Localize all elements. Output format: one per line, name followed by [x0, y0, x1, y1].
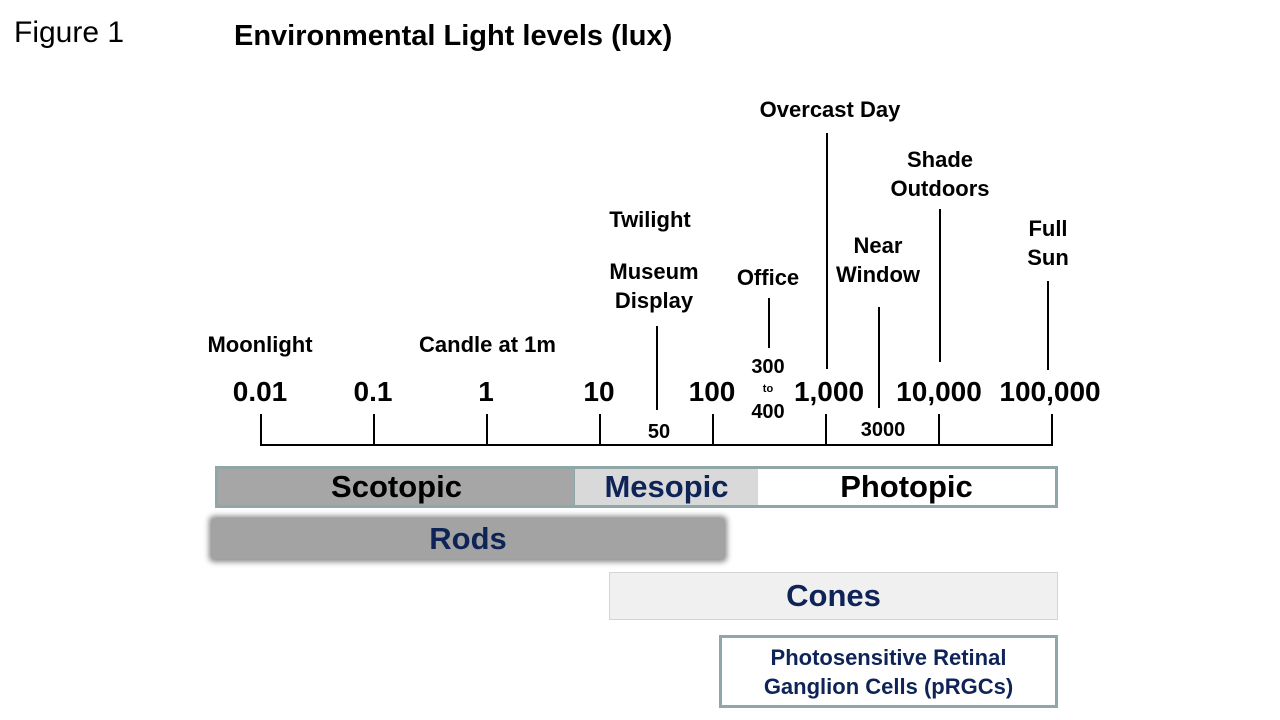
tick-label: 10,000 [896, 376, 982, 407]
cones-label: Cones [786, 578, 881, 613]
shade-outdoors-label: Shade Outdoors [880, 145, 1000, 203]
scotopic-label: Scotopic [331, 469, 462, 504]
near-line1: Near [853, 233, 903, 258]
sun-line1: Full [1028, 216, 1068, 241]
shade-line2: Outdoors [890, 176, 990, 201]
candle-label: Candle at 1m [419, 332, 556, 357]
value-3000: 3000 [860, 419, 906, 441]
rods-label: Rods [429, 521, 507, 556]
tick-mark [260, 414, 262, 445]
tick-mark [1051, 414, 1053, 445]
sun-line2: Sun [1027, 245, 1069, 270]
mesopic-label: Mesopic [604, 469, 729, 504]
full-sun-leader-line [1047, 281, 1049, 370]
tick-mark [938, 414, 940, 445]
tick-mark [825, 414, 827, 445]
tick-label: 1,000 [793, 376, 865, 407]
tick-label: 1 [478, 376, 494, 407]
scotopic-band: Scotopic [215, 466, 575, 508]
shade-line1: Shade [906, 147, 974, 172]
lux-axis [260, 444, 1053, 446]
figure-label: Figure 1 [14, 16, 125, 49]
tick-label: 100,000 [999, 376, 1101, 407]
mesopic-band: Mesopic [574, 466, 759, 508]
museum-display-label: Museum Display [592, 257, 716, 315]
value-to: to [762, 383, 774, 395]
museum-leader-line [656, 326, 658, 410]
tick-label: 0.1 [353, 376, 393, 407]
photopic-band: Photopic [758, 466, 1058, 508]
tick-label: 0.01 [232, 376, 288, 407]
twilight-label: Twilight [609, 207, 691, 232]
near-line2: Window [835, 262, 921, 287]
moonlight-label: Moonlight [207, 332, 313, 357]
tick-mark [373, 414, 375, 445]
overcast-leader-line [826, 133, 828, 369]
prgc-line2: Ganglion Cells (pRGCs) [763, 673, 1014, 699]
tick-mark [486, 414, 488, 445]
near-window-label: Near Window [822, 231, 934, 289]
value-400: 400 [751, 401, 785, 423]
full-sun-label: Full Sun [1008, 214, 1088, 272]
tick-label: 10 [583, 376, 615, 407]
tick-mark [712, 414, 714, 445]
shade-leader-line [939, 209, 941, 362]
museum-line1: Museum [609, 259, 699, 284]
tick-label: 100 [688, 376, 736, 407]
diagram-title: Environmental Light levels (lux) [234, 20, 673, 52]
prgc-line1: Photosensitive Retinal [770, 644, 1007, 670]
museum-line2: Display [614, 288, 694, 313]
office-leader-line [768, 298, 770, 348]
tick-mark [599, 414, 601, 445]
office-label: Office [736, 265, 800, 290]
photopic-label: Photopic [840, 469, 973, 504]
value-50: 50 [647, 421, 671, 443]
prgc-band: Photosensitive Retinal Ganglion Cells (p… [719, 635, 1058, 708]
overcast-day-label: Overcast Day [759, 97, 901, 122]
cones-band: Cones [609, 572, 1058, 620]
rods-band: Rods [212, 519, 724, 559]
value-300: 300 [751, 356, 785, 378]
near-window-leader-line [878, 307, 880, 408]
